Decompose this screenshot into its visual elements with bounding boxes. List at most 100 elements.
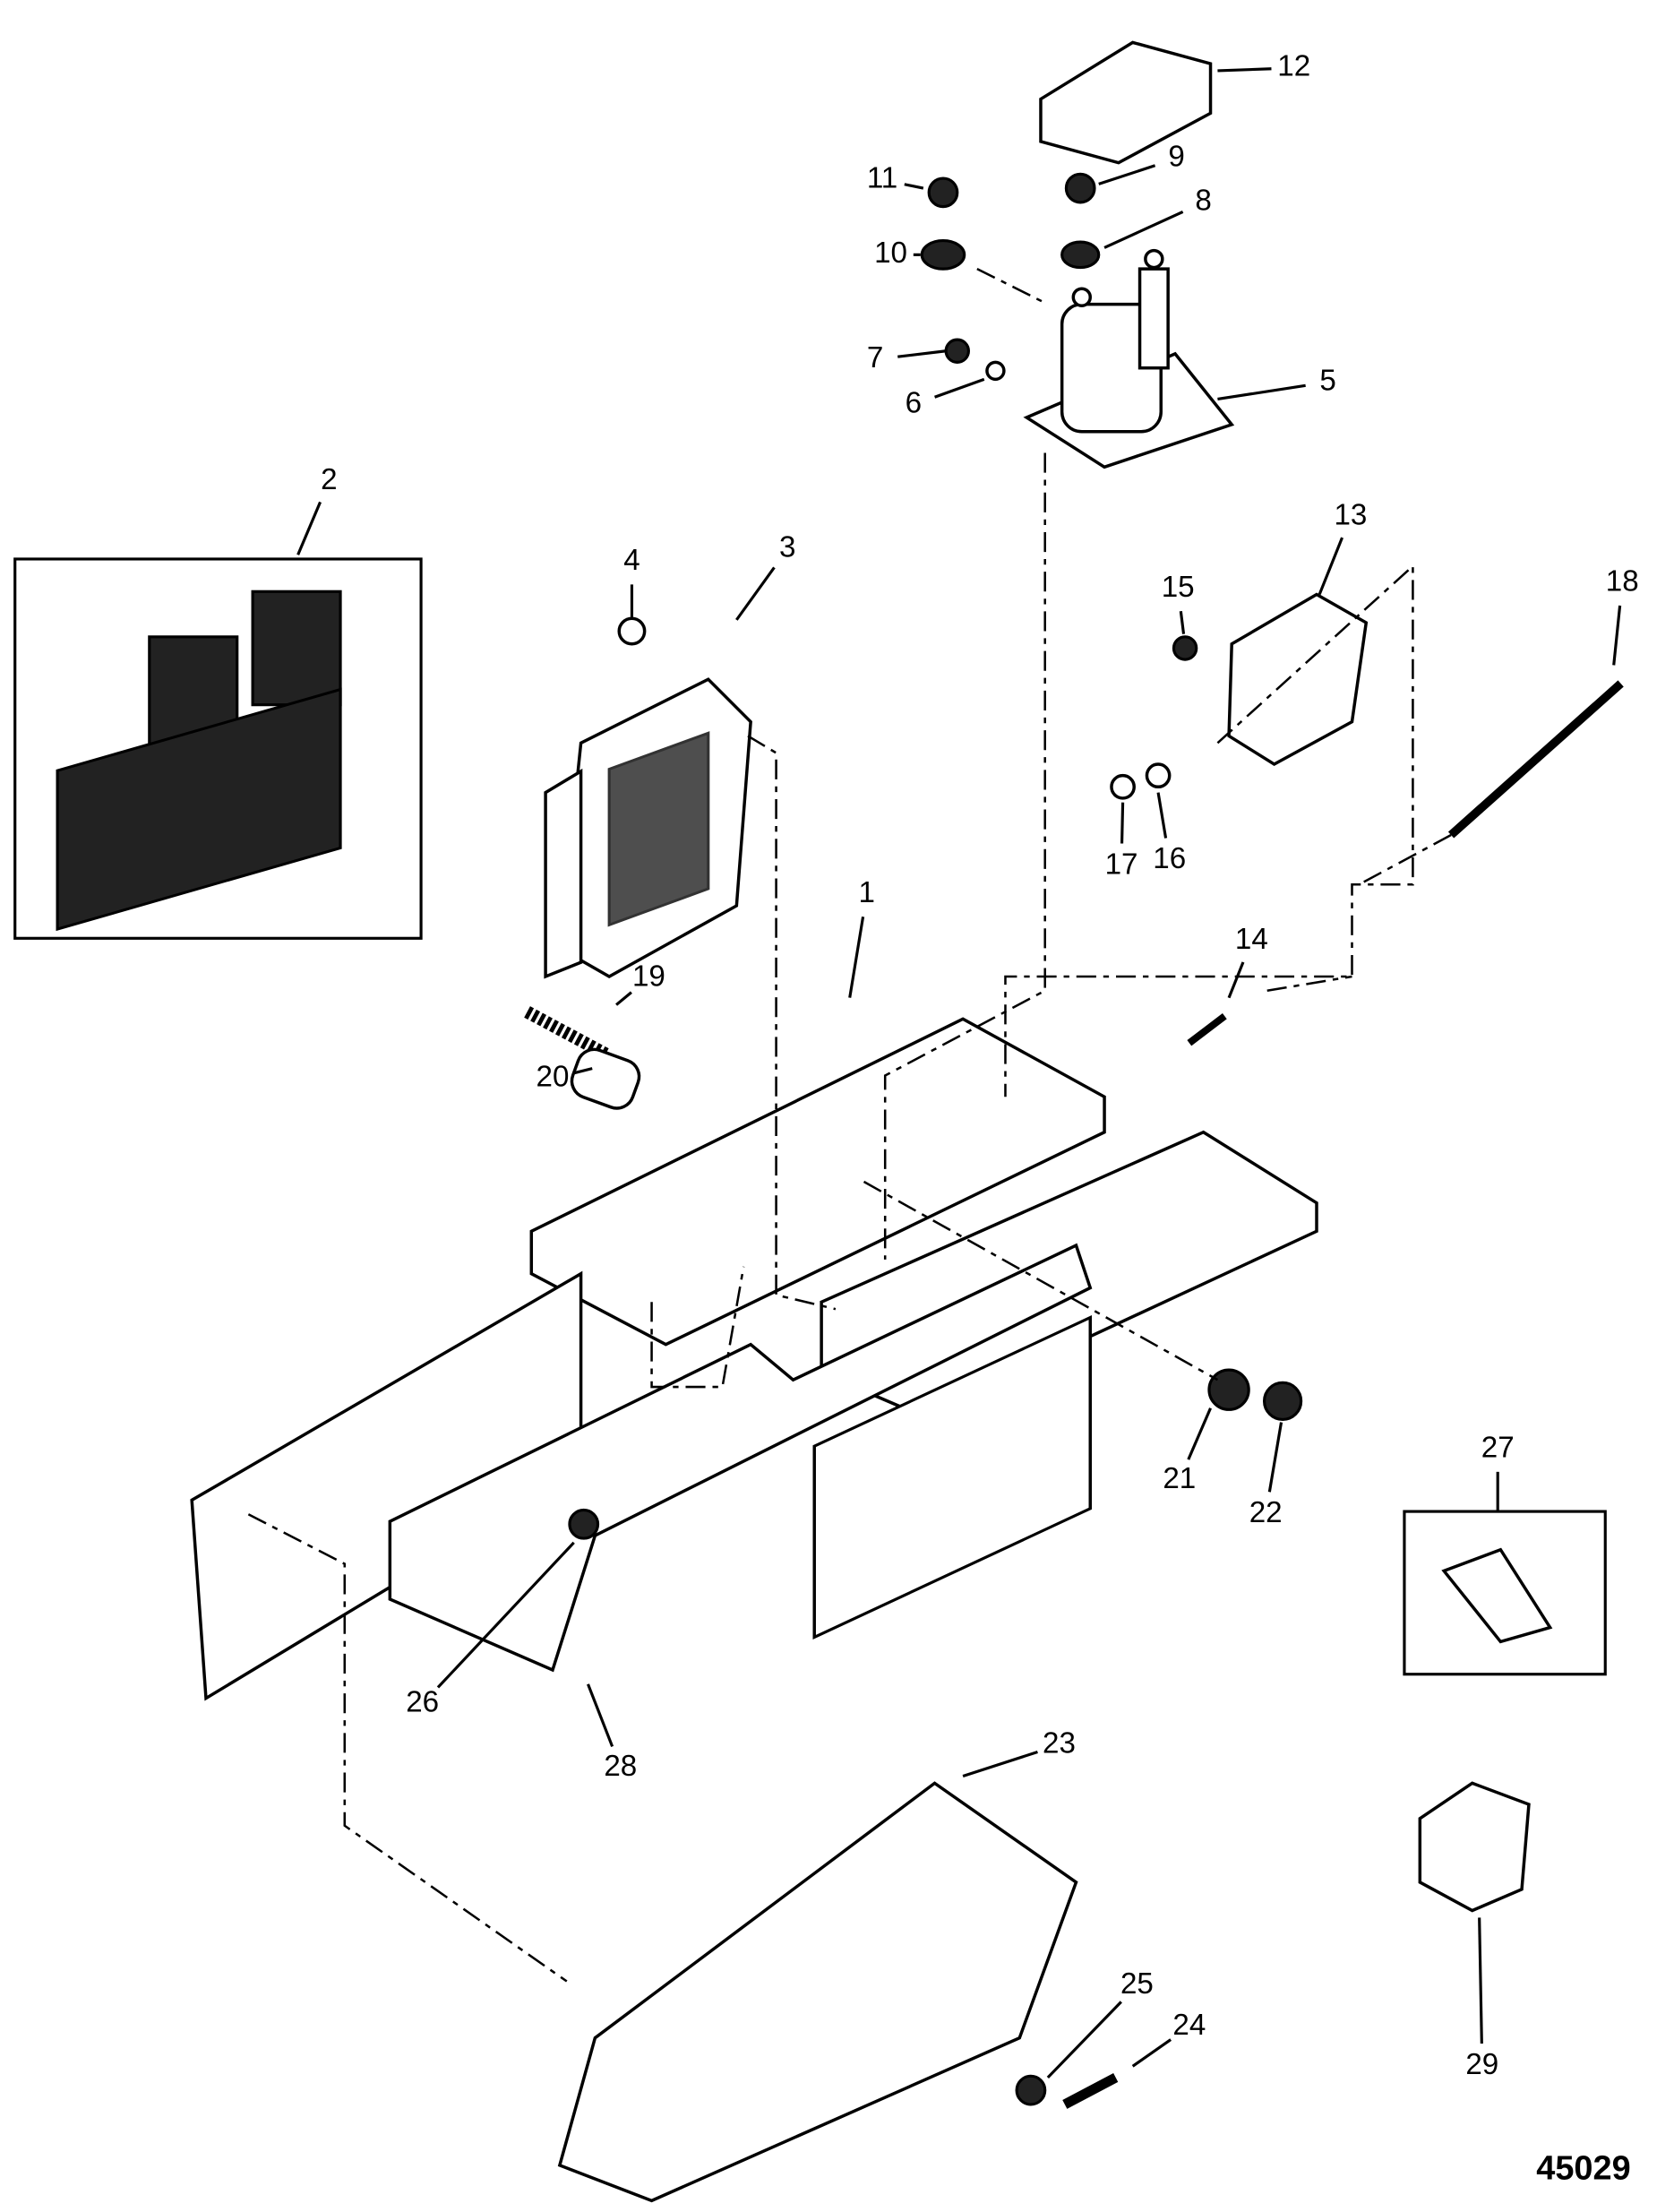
decal-kit-inset [13,557,423,940]
washer-part-10 [920,238,966,271]
nut-part-15 [1172,635,1198,661]
spacer-part-20 [570,1047,641,1110]
callout-number: 14 [1235,923,1268,956]
callout-number: 21 [1163,1462,1196,1495]
grommet-part-26 [568,1508,600,1540]
washer-part-25 [1015,2074,1047,2106]
nut-part-7 [944,338,970,364]
callout-number: 28 [604,1750,637,1783]
callout-number: 6 [906,387,922,420]
callout-27: 27 [1481,1431,1515,1512]
spring-part-19 [524,1006,610,1061]
leader-line [1046,2001,1122,2079]
callout-number: 15 [1162,571,1195,604]
callout-number: 20 [537,1060,570,1093]
bolt-part-24 [1062,2073,1119,2109]
callout-number: 5 [1319,364,1335,397]
callout-number: 9 [1168,141,1184,174]
screw-part-14 [1187,1013,1227,1046]
leader-line [848,917,865,998]
callout-number: 27 [1481,1431,1515,1464]
callout-11: 11 [867,161,924,194]
washer-part-8 [1060,240,1101,270]
leader-line [962,1750,1038,1777]
leader-line [1187,1407,1212,1460]
callout-number: 17 [1105,848,1138,882]
assembly-lines [247,268,1452,1983]
callout-number: 2 [321,463,337,496]
leader-line [735,566,776,621]
callout-29: 29 [1465,1917,1498,2081]
strap-part-12 [1039,40,1213,165]
washer-part-6 [985,360,1006,382]
callout-8: 8 [1103,185,1212,249]
leader-line [897,349,947,358]
callout-number: 16 [1153,842,1186,875]
callout-7: 7 [867,341,947,374]
relay-part-29 [1418,1781,1531,1913]
callout-21: 21 [1163,1407,1212,1495]
callout-1: 1 [848,876,875,998]
leader-line [934,377,985,399]
nut-part-22 [1262,1381,1303,1421]
leader-line [1103,210,1184,249]
leader-line [1267,1422,1283,1493]
callout-number: 10 [874,237,907,270]
callout-number: 4 [623,544,640,577]
leader-line [1318,537,1343,596]
leader-line [1156,792,1168,839]
callout-number: 1 [858,876,874,909]
leader-line [904,183,924,190]
callout-18: 18 [1606,565,1639,666]
leader-line [615,991,632,1006]
leader-line [1217,383,1306,401]
callout-number: 26 [406,1686,439,1719]
figure-number: 45029 [1536,2150,1630,2188]
callout-number: 18 [1606,565,1639,598]
callout-14: 14 [1227,923,1268,999]
callout-22: 22 [1249,1422,1283,1529]
washer-part-16 [1145,762,1172,789]
washer-part-21 [1207,1368,1250,1411]
leader-line [1179,611,1186,634]
callout-4: 4 [623,544,640,619]
callout-20: 20 [537,1060,593,1093]
callout-19: 19 [615,960,665,1006]
callout-26: 26 [406,1541,575,1719]
leader-line [574,1067,593,1075]
callout-23: 23 [962,1726,1076,1777]
callout-2: 2 [296,463,338,555]
solenoid-part-5 [1023,248,1235,469]
callout-number: 22 [1249,1496,1283,1529]
callout-10: 10 [874,237,921,270]
leader-line [1217,67,1272,73]
plate-part-3 [544,677,752,979]
callout-number: 24 [1172,2009,1206,2042]
callout-number: 29 [1465,2048,1498,2081]
callout-number: 8 [1195,185,1211,218]
callout-25: 25 [1046,1967,1154,2079]
leader-line [587,1683,614,1748]
callout-number: 19 [632,960,665,993]
callout-16: 16 [1153,792,1186,875]
ecm-part-23 [557,1781,1078,2203]
callout-number: 3 [779,531,795,564]
callout-number: 25 [1120,1967,1154,2001]
callout-6: 6 [906,377,985,420]
callout-number: 12 [1277,50,1310,83]
callout-number: 11 [867,161,897,194]
leader-line [1612,605,1622,666]
callout-number: 13 [1334,498,1367,531]
callout-number: 23 [1043,1726,1076,1760]
callout-layer: 1234567891011121314151617181920212223242… [296,50,1639,2081]
fuse-icon [1441,1547,1553,1644]
fuse-inset-part-27 [1403,1510,1607,1676]
leader-line [1478,1917,1483,2044]
leader-line [1120,802,1125,844]
nut-part-17 [1110,773,1136,800]
nut-part-11 [927,176,959,209]
callout-28: 28 [587,1683,637,1783]
leader-line [1131,2038,1172,2068]
callout-24: 24 [1131,2009,1206,2068]
